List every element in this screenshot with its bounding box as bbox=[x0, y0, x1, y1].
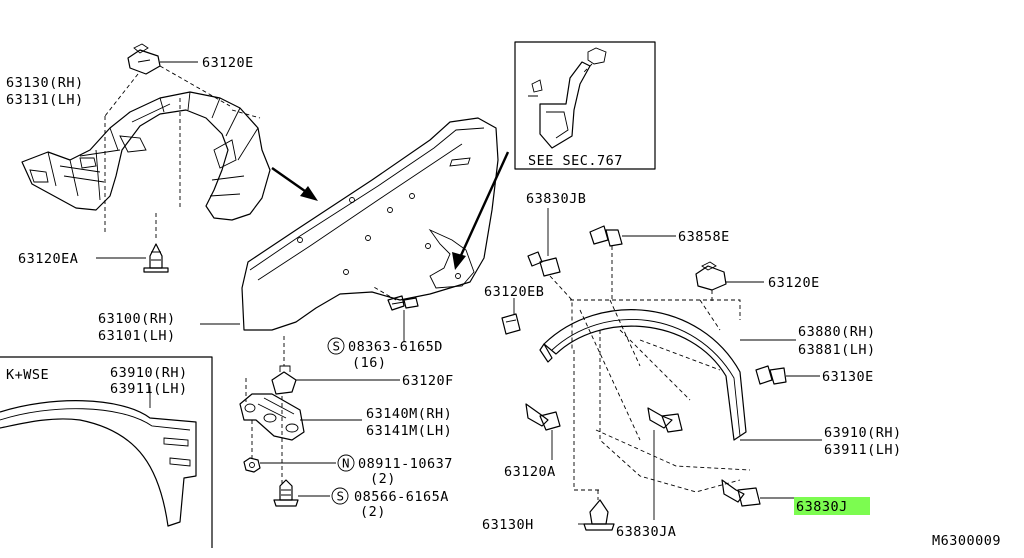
bolt-08566 bbox=[273, 479, 299, 507]
label-08566-qty: (2) bbox=[360, 504, 386, 520]
label-63120EA: 63120EA bbox=[18, 251, 78, 267]
bracket-63140M bbox=[239, 393, 305, 441]
label-code: M6300009 bbox=[932, 533, 1001, 549]
highlight-box bbox=[794, 497, 870, 515]
arrow-right bbox=[452, 151, 510, 270]
fastener-63120EA bbox=[143, 243, 169, 273]
label-08363-qty: (16) bbox=[352, 355, 387, 371]
label-63880RH: 63880(RH) bbox=[798, 324, 876, 340]
splash-shield bbox=[21, 91, 271, 221]
label-circle-n: N bbox=[342, 456, 350, 471]
circle-s-08363 bbox=[327, 337, 345, 355]
clip-63120A bbox=[525, 403, 561, 431]
label-63130E: 63130E bbox=[822, 369, 874, 385]
bolt-63130H bbox=[583, 499, 615, 531]
nut-08911 bbox=[243, 457, 261, 473]
label-63141M: 63141M(LH) bbox=[366, 423, 452, 439]
label-08566: 08566-6165A bbox=[354, 489, 449, 505]
label-63131LH: 63131(LH) bbox=[6, 92, 84, 108]
label-63120E-top: 63120E bbox=[202, 55, 254, 71]
mudflap bbox=[528, 47, 607, 149]
clip-63120E-top bbox=[127, 43, 161, 75]
grommet-63858E bbox=[589, 225, 623, 247]
label-63830J: 63830J bbox=[796, 499, 848, 515]
label-63130RH: 63130(RH) bbox=[6, 75, 84, 91]
label-08911-qty: (2) bbox=[370, 471, 396, 487]
label-63830JB: 63830JB bbox=[526, 191, 586, 207]
label-63910RH: 63910(RH) bbox=[824, 425, 902, 441]
label-63910RH-inset: 63910(RH) bbox=[110, 365, 188, 381]
label-63130H: 63130H bbox=[482, 517, 534, 533]
clip-63120E-right bbox=[695, 261, 727, 291]
arrow-left bbox=[271, 167, 318, 201]
label-circle-s-1: S bbox=[333, 339, 341, 354]
label-63120E-right: 63120E bbox=[768, 275, 820, 291]
label-63120F: 63120F bbox=[402, 373, 454, 389]
label-circle-s-2: S bbox=[337, 489, 345, 504]
label-63881LH: 63881(LH) bbox=[798, 342, 876, 358]
label-63120EB: 63120EB bbox=[484, 284, 544, 300]
bolt-63130E bbox=[755, 365, 787, 385]
clip-63830JB bbox=[527, 251, 561, 277]
wheel-arch-moulding bbox=[539, 309, 747, 441]
label-63100RH: 63100(RH) bbox=[98, 311, 176, 327]
clip-63830JA bbox=[647, 407, 683, 433]
label-08911: 08911-10637 bbox=[358, 456, 453, 472]
circle-s-08566 bbox=[331, 487, 349, 505]
label-63911LH-inset: 63911(LH) bbox=[110, 381, 188, 397]
clip-63120EB bbox=[501, 313, 521, 335]
label-63120A: 63120A bbox=[504, 464, 556, 480]
label-kwse: K+WSE bbox=[6, 367, 49, 383]
circle-n-08911 bbox=[337, 454, 355, 472]
fender-panel bbox=[241, 117, 499, 331]
clip-63120F bbox=[271, 365, 297, 395]
label-63911LH: 63911(LH) bbox=[824, 442, 902, 458]
inset-moulding-63910 bbox=[0, 400, 197, 527]
label-08363: 08363-6165D bbox=[348, 339, 443, 355]
label-63140M: 63140M(RH) bbox=[366, 406, 452, 422]
label-63101LH: 63101(LH) bbox=[98, 328, 176, 344]
label-63830JA: 63830JA bbox=[616, 524, 676, 540]
label-see-sec: SEE SEC.767 bbox=[528, 153, 623, 169]
inset-box-mudflap bbox=[514, 41, 656, 170]
inset-box-kwse bbox=[0, 356, 213, 548]
bolt-08363 bbox=[387, 295, 419, 311]
clip-63830J bbox=[721, 479, 761, 507]
label-63858E: 63858E bbox=[678, 229, 730, 245]
